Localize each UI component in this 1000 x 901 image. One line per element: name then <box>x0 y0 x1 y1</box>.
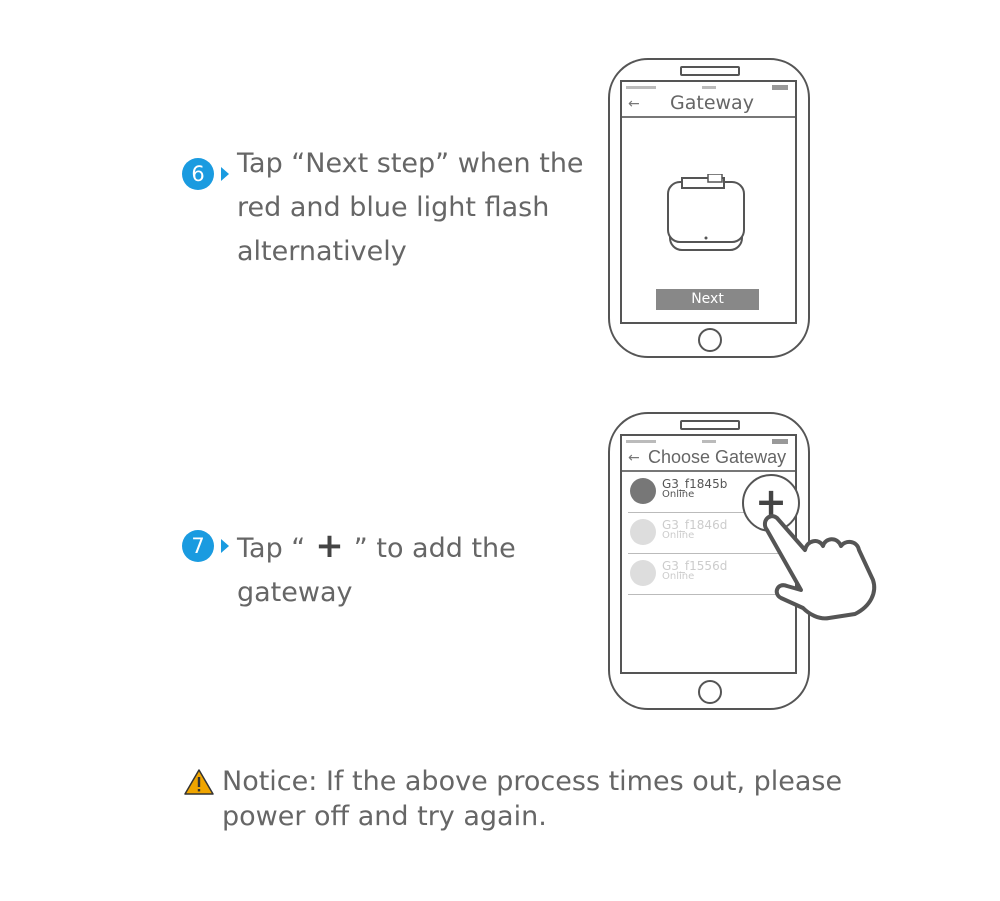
plus-symbol: + <box>315 526 344 566</box>
screen-title: Choose Gateway <box>648 447 787 467</box>
step-6-arrow-icon <box>221 167 229 181</box>
phone-screen: ← Gateway Next <box>620 80 797 324</box>
back-arrow-icon[interactable]: ← <box>628 450 640 466</box>
step-6-text: Tap “Next step” when the red and blue li… <box>237 148 584 267</box>
phone-speaker <box>680 66 740 76</box>
home-button <box>698 328 722 352</box>
router-icon <box>630 560 656 586</box>
gateway-row[interactable]: G3_f1556d Online <box>628 554 789 595</box>
status-bar <box>626 439 788 444</box>
phone-speaker <box>680 420 740 430</box>
back-arrow-icon[interactable]: ← <box>628 96 640 112</box>
pointing-hand-icon <box>762 514 877 621</box>
screen-header: ← Gateway <box>622 92 795 118</box>
warning-icon <box>184 769 214 795</box>
status-bar <box>626 85 788 90</box>
router-icon <box>630 478 656 504</box>
step-7-text: Tap “+” to add the gateway <box>237 526 516 608</box>
router-icon <box>630 519 656 545</box>
phone-gateway: ← Gateway Next <box>608 58 810 358</box>
step-6-badge: 6 <box>182 158 214 190</box>
home-button <box>698 680 722 704</box>
notice-text: Notice: If the above process times out, … <box>222 766 843 832</box>
step-7-arrow-icon <box>221 539 229 553</box>
gateway-row[interactable]: G3_f1845b Online <box>628 472 789 513</box>
gateway-row[interactable]: G3_f1846d Online <box>628 513 789 554</box>
next-button[interactable]: Next <box>656 289 759 310</box>
gateway-device-icon <box>667 174 745 251</box>
step-7-badge: 7 <box>182 530 214 562</box>
screen-title: Gateway <box>670 92 754 114</box>
screen-header: ← Choose Gateway <box>622 446 795 472</box>
